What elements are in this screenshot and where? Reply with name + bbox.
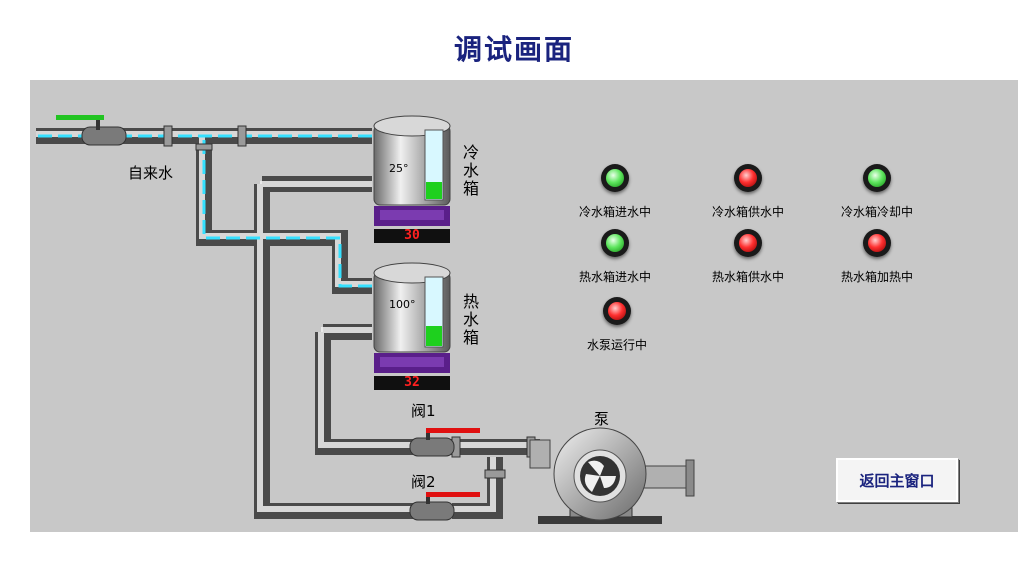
page-title: 调试画面	[453, 33, 574, 66]
hot-tank-supply-label: 热水箱供水中	[711, 270, 785, 284]
cold-tank	[373, 115, 451, 226]
cold-tank-label: 冷水箱	[460, 144, 479, 198]
return-main-window-button[interactable]: 返回主窗口	[836, 458, 958, 502]
cold-tank-cooling-indicator-icon	[863, 164, 891, 192]
process-panel	[30, 80, 1018, 532]
hot-tank-display: 32	[374, 376, 450, 390]
cold-tank-supply-indicator-icon	[734, 164, 762, 192]
pump-running-label: 水泵运行中	[586, 338, 648, 352]
hot-tank-label: 热水箱	[460, 293, 479, 347]
hot-tank-temp: 100°	[389, 298, 416, 311]
valve1-label: 阀1	[411, 402, 436, 420]
valve2-icon	[409, 492, 480, 521]
pump-label: 泵	[594, 410, 610, 428]
cold-tank-supply-label: 冷水箱供水中	[711, 205, 785, 219]
hot-tank-heating-label: 热水箱加热中	[840, 270, 914, 284]
cold-tank-temp: 25°	[389, 162, 409, 175]
hot-tank-inlet-label: 热水箱进水中	[578, 270, 652, 284]
hot-tank-supply-indicator-icon	[734, 229, 762, 257]
cold-tank-cooling-label: 冷水箱冷却中	[840, 205, 914, 219]
hot-tank-inlet-indicator-icon	[601, 229, 629, 257]
cold-tank-display: 30	[374, 229, 450, 243]
pump-icon	[529, 427, 695, 524]
water-flow	[38, 134, 372, 288]
pump-running-indicator-icon	[603, 297, 631, 325]
hot-tank-heating-indicator-icon	[863, 229, 891, 257]
tap-water-label: 自来水	[128, 164, 174, 182]
inlet-valve-icon	[56, 115, 127, 146]
cold-tank-inlet-label: 冷水箱进水中	[578, 205, 652, 219]
cold-tank-inlet-indicator-icon	[601, 164, 629, 192]
valve2-label: 阀2	[411, 473, 436, 491]
valve1-icon	[409, 428, 480, 457]
hot-tank	[373, 262, 451, 373]
